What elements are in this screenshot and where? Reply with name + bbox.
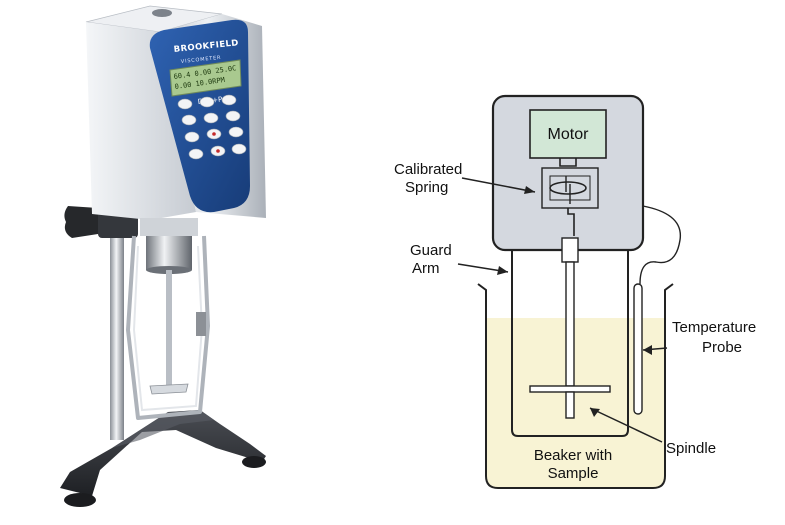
motor-label: Motor [548,126,590,143]
spindle-shaft [566,262,574,386]
probe-cable [640,206,680,284]
keypad-button[interactable] [204,113,218,123]
keypad-button[interactable] [189,149,203,159]
temperature-probe-label-line1: Temperature [672,319,756,336]
calibrated-spring-label-line2: Spring [405,179,448,196]
temperature-clip [196,312,206,336]
spindle-tip [566,392,574,418]
spindle-label: Spindle [666,440,716,457]
guard-arm-label-line1: Guard [410,242,452,259]
keypad-button[interactable] [226,111,240,121]
keypad-button[interactable] [182,115,196,125]
red-key-icon [212,132,216,136]
viscometer-schematic [478,96,680,488]
temperature-probe-label-line2: Probe [702,339,742,356]
temperature-probe [634,284,642,414]
spindle-disk [150,384,188,394]
spindle-bar [530,386,610,392]
base-foot [64,493,96,507]
keypad-button[interactable] [200,97,214,107]
viscometer-photo: BROOKFIELD VISCOMETER 60.4 0.00 25.0C 0.… [60,6,266,507]
keypad-button[interactable] [222,95,236,105]
spindle-coupling [146,234,192,270]
keypad-button[interactable] [185,132,199,142]
guard-arm-label-line2: Arm [412,260,440,277]
red-key-icon [216,149,220,153]
keypad-button[interactable] [229,127,243,137]
base-foot [242,456,266,468]
stand-rod [110,218,124,440]
keypad-button[interactable] [232,144,246,154]
housing-level [152,9,172,17]
calibrated-spring-label-line1: Calibrated [394,161,462,178]
keypad-button[interactable] [178,99,192,109]
beaker-label-line2: Sample [548,465,599,482]
pivot-bearing [562,238,578,262]
beaker-label-line1: Beaker with [534,447,612,464]
spindle-shaft [166,270,172,390]
